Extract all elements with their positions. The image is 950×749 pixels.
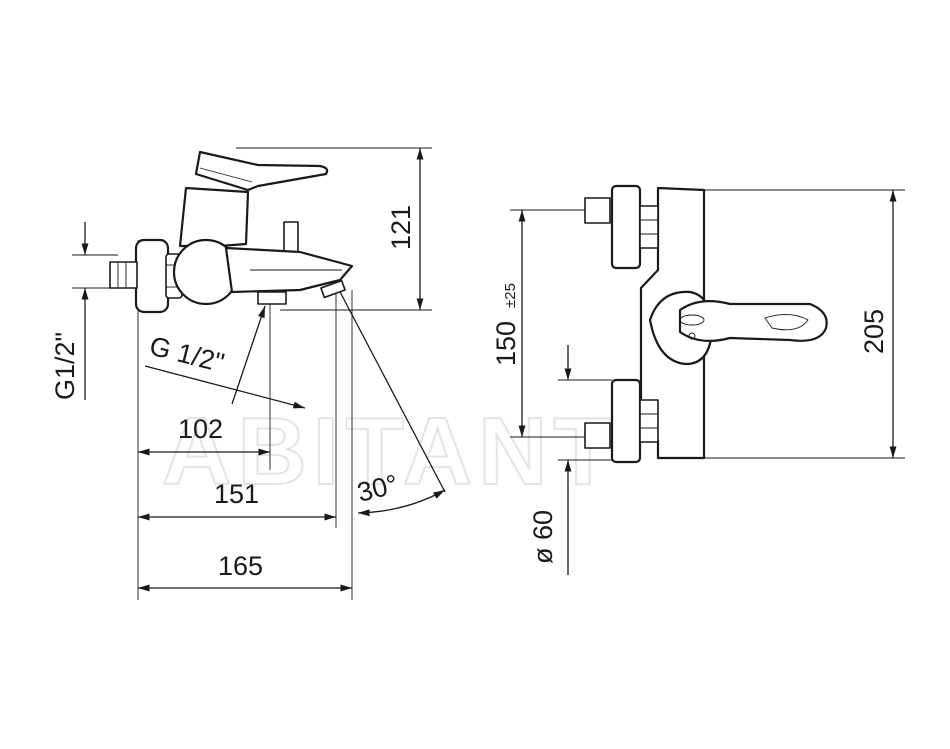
inlet-connector xyxy=(109,261,138,289)
lever-handle xyxy=(194,150,329,192)
connector-top xyxy=(584,197,611,224)
dim-165: 165 xyxy=(218,551,263,581)
wall-flange xyxy=(134,238,170,314)
dim-tolerance: ±25 xyxy=(502,283,519,308)
flange-bottom xyxy=(610,378,642,464)
dim-205: 205 xyxy=(859,309,889,354)
dim-151: 151 xyxy=(214,479,259,509)
diverter-knob xyxy=(283,221,299,253)
cartridge-housing xyxy=(178,186,250,248)
nut-bottom xyxy=(639,399,659,443)
dim-diameter: ø 60 xyxy=(528,510,558,564)
flange-top xyxy=(610,184,642,270)
dim-121: 121 xyxy=(386,205,416,250)
dim-150: 150 xyxy=(491,321,521,366)
logo-mark xyxy=(679,314,705,326)
spout-aerator xyxy=(320,279,346,299)
hose-outlet xyxy=(257,291,287,305)
front-view: 150 ±25 205 ø 60 xyxy=(491,184,905,575)
connector-bottom xyxy=(584,422,611,449)
nut-top xyxy=(639,205,659,249)
dim-102: 102 xyxy=(178,414,223,444)
dim-thread-side: G1/2" xyxy=(50,332,80,400)
front-lever xyxy=(678,299,828,343)
side-view: G1/2" G 1/2" 102 151 165 121 30° xyxy=(50,147,446,600)
dim-thread-outlet: G 1/2" xyxy=(147,331,228,378)
